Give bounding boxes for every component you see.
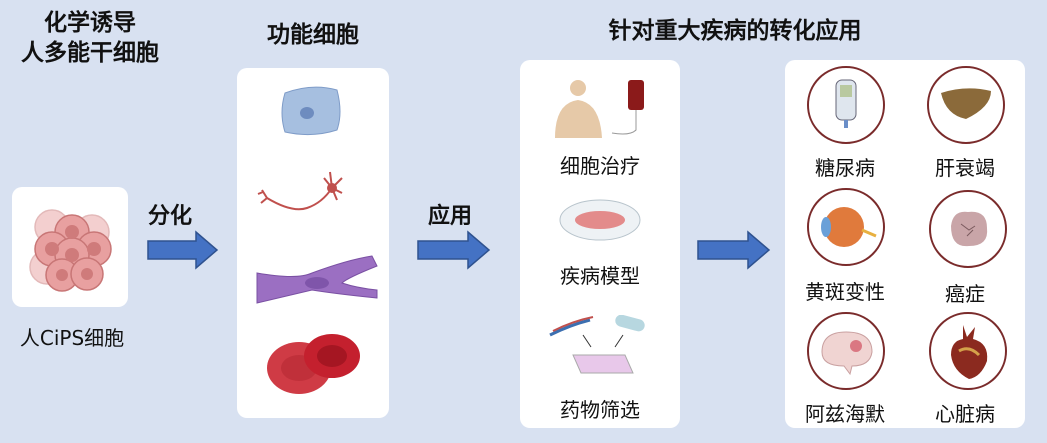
title-line1: 化学诱导 <box>44 10 136 36</box>
brain-icon <box>807 312 885 390</box>
cips-panel <box>12 187 128 307</box>
neuron-icon <box>257 171 343 211</box>
title-line2: 人多能干细胞 <box>21 40 159 66</box>
differentiate-label: 分化 <box>148 204 193 229</box>
disease-label: 心脏病 <box>935 402 995 426</box>
right-arrow-icon <box>697 230 771 270</box>
functional-cells-panel <box>237 68 389 418</box>
disease-label: 癌症 <box>945 282 985 306</box>
red-blood-cell-icon <box>267 334 360 394</box>
petri-dish-icon <box>559 199 641 241</box>
right-arrow-icon <box>417 230 491 270</box>
eye-icon <box>807 188 885 266</box>
disease-label: 阿兹海默 <box>805 402 885 426</box>
applications-panel: 细胞治疗 疾病模型 药物筛选 <box>520 60 680 428</box>
disease-label: 糖尿病 <box>815 156 875 180</box>
disease-label: 黄斑变性 <box>805 280 885 304</box>
tumor-icon <box>929 190 1007 268</box>
functional-cells-title: 功能细胞 <box>267 22 359 48</box>
stem-cell-title: 化学诱导 人多能干细胞 <box>5 8 175 68</box>
cell-therapy-icon <box>555 80 644 138</box>
translation-title: 针对重大疾病的转化应用 <box>608 18 862 44</box>
application-label: 疾病模型 <box>560 264 640 288</box>
cips-cluster-icon <box>29 209 112 292</box>
application-label: 细胞治疗 <box>560 154 640 178</box>
liver-icon <box>927 66 1005 144</box>
cips-label: 人CiPS细胞 <box>19 326 125 350</box>
drug-screening-icon <box>549 315 645 374</box>
diseases-panel: 糖尿病 肝衰竭 黄斑变性 癌症 阿兹海默 心脏病 <box>785 60 1025 428</box>
glucose-meter-icon <box>807 66 885 144</box>
heart-icon <box>929 312 1007 390</box>
application-label: 药物筛选 <box>560 398 640 422</box>
disease-label: 肝衰竭 <box>935 156 995 180</box>
apply-label: 应用 <box>428 204 473 229</box>
epithelial-cell-icon <box>281 86 341 136</box>
muscle-cell-icon <box>256 255 378 304</box>
right-arrow-icon <box>147 230 219 270</box>
